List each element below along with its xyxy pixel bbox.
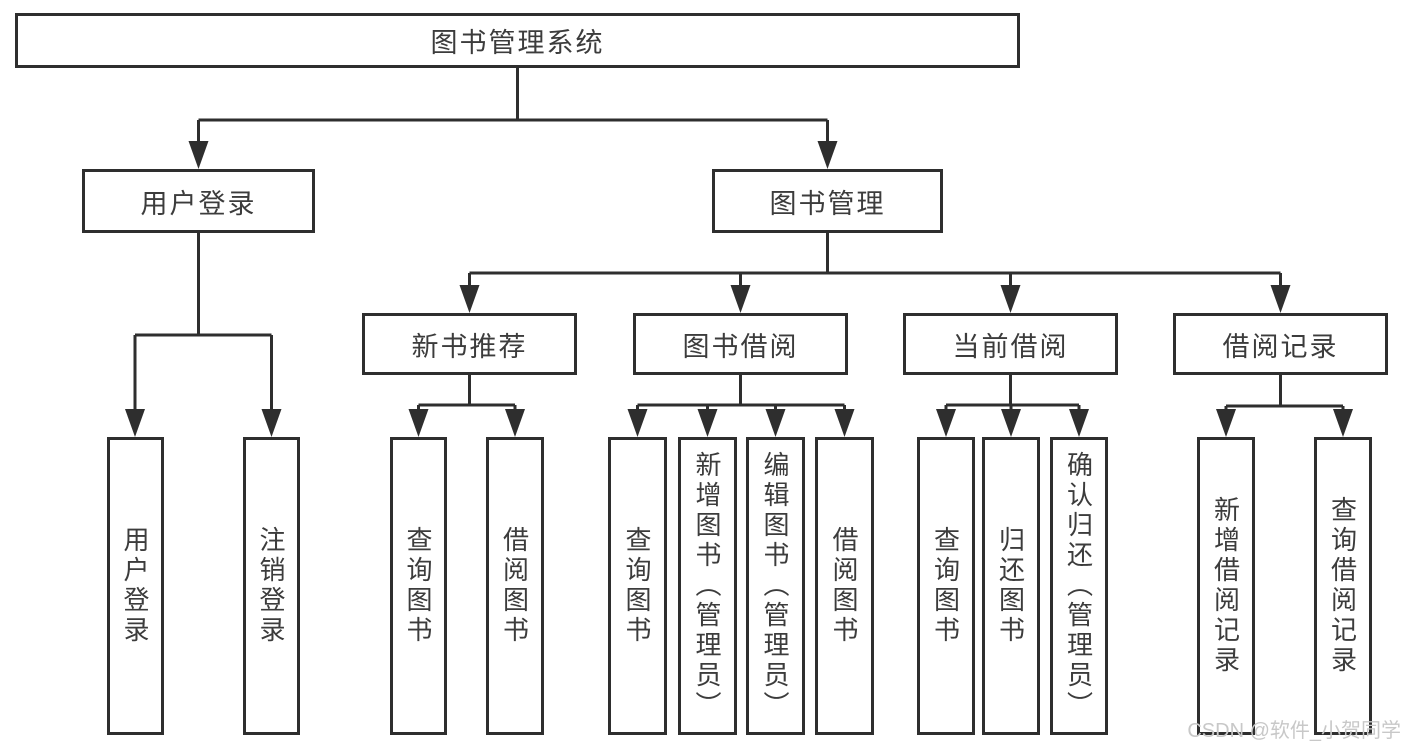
node-label: 图书管理	[769, 188, 886, 219]
leaf-logout: 注销登录	[243, 437, 300, 735]
node-label: 查询图书	[622, 526, 652, 646]
leaf-query-books-current: 查询图书	[917, 437, 975, 735]
node-book-borrowing: 图书借阅	[633, 313, 848, 375]
node-label: 确认归还（管理员）	[1063, 451, 1094, 721]
leaf-edit-book-admin: 编辑图书（管理员）	[746, 437, 805, 735]
node-label: 用户登录	[120, 526, 150, 646]
node-current-borrowing: 当前借阅	[903, 313, 1118, 375]
node-label: 借阅图书	[829, 526, 859, 646]
node-label: 注销登录	[256, 526, 286, 646]
leaf-return-books: 归还图书	[982, 437, 1040, 735]
watermark: CSDN @软件_小贺同学	[1187, 720, 1401, 742]
leaf-add-borrow-record: 新增借阅记录	[1197, 437, 1255, 735]
node-label: 借阅图书	[499, 526, 530, 646]
node-label: 图书管理系统	[430, 28, 605, 58]
node-label: 当前借阅	[952, 331, 1069, 362]
node-label: 新书推荐	[411, 331, 528, 362]
node-new-book-recommend: 新书推荐	[362, 313, 577, 375]
node-root: 图书管理系统	[15, 13, 1020, 68]
node-label: 借阅记录	[1222, 331, 1339, 362]
leaf-add-book-admin: 新增图书（管理员）	[678, 437, 737, 735]
node-label: 编辑图书（管理员）	[760, 451, 790, 721]
leaf-user-login: 用户登录	[107, 437, 164, 735]
arrowheads	[125, 141, 1353, 437]
leaf-borrow-books: 借阅图书	[815, 437, 874, 735]
node-label: 查询借阅记录	[1327, 496, 1358, 676]
node-user-login: 用户登录	[82, 169, 315, 233]
leaf-confirm-return-admin: 确认归还（管理员）	[1050, 437, 1108, 735]
node-label: 新增借阅记录	[1210, 496, 1241, 676]
node-label: 查询图书	[403, 526, 433, 646]
node-label: 新增图书（管理员）	[692, 451, 722, 721]
node-label: 查询图书	[930, 526, 961, 646]
leaf-query-books-recommend: 查询图书	[390, 437, 447, 735]
node-label: 用户登录	[140, 188, 257, 219]
node-borrow-records: 借阅记录	[1173, 313, 1388, 375]
leaf-borrow-books-recommend: 借阅图书	[486, 437, 544, 735]
leaf-query-books-borrow: 查询图书	[608, 437, 667, 735]
node-label: 归还图书	[995, 526, 1026, 646]
node-book-management: 图书管理	[712, 169, 943, 233]
node-label: 图书借阅	[682, 331, 799, 362]
leaf-query-borrow-record: 查询借阅记录	[1314, 437, 1372, 735]
